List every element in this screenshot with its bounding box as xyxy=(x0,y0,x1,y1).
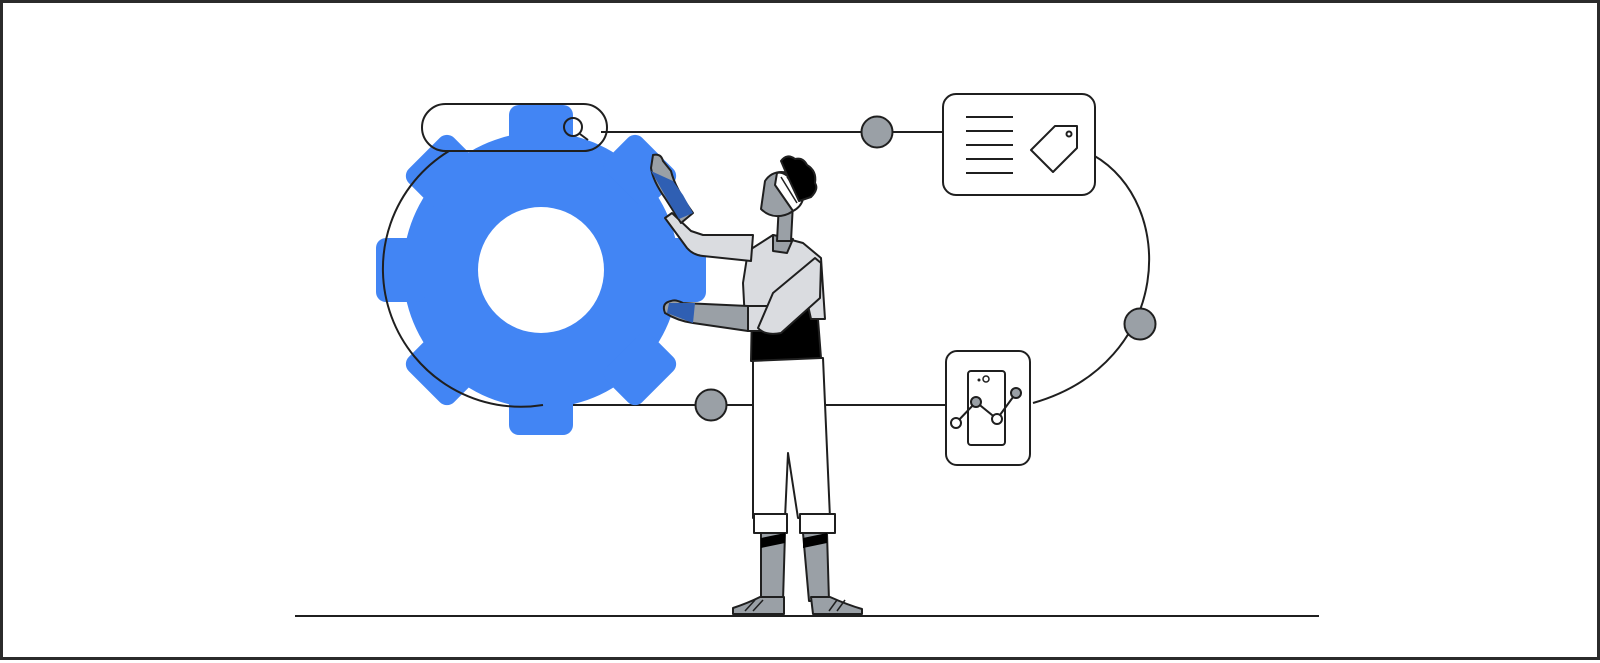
search-bar xyxy=(421,103,608,152)
hand-overlap-upper xyxy=(651,171,693,219)
hand-overlap-lower xyxy=(667,303,695,323)
connector-node-bottom xyxy=(694,388,728,422)
price-tag-icon xyxy=(1030,125,1078,173)
connector-node-right xyxy=(1123,307,1157,341)
connector-node-top xyxy=(860,115,894,149)
gear-icon xyxy=(376,105,706,435)
mobile-analytics-icon xyxy=(945,350,1031,466)
product-card-icon xyxy=(942,93,1096,196)
search-icon xyxy=(563,117,589,141)
person-figure xyxy=(650,153,863,615)
workflow-illustration xyxy=(295,93,1319,617)
